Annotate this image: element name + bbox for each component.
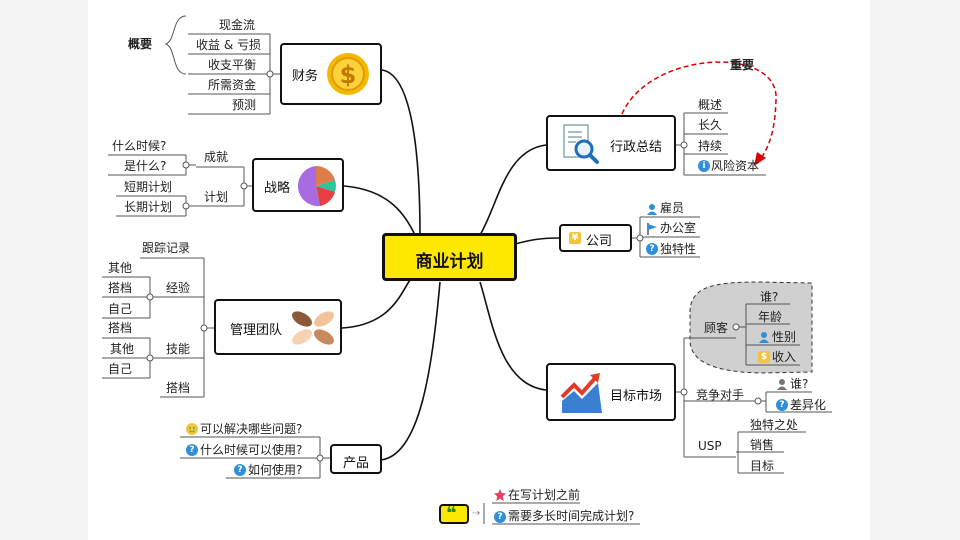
star-icon: [494, 489, 506, 501]
branch-strategy: [343, 185, 416, 236]
info-icon: i: [698, 160, 710, 172]
branch-exec: [479, 144, 547, 236]
finance-node-label: 财务: [292, 69, 319, 84]
branch-market: [479, 281, 547, 391]
product-item[interactable]: 如何使用?: [248, 463, 303, 477]
svg-text:$: $: [340, 61, 357, 89]
relation-arrow: [621, 61, 777, 161]
exec-item[interactable]: 风险资本: [711, 159, 760, 173]
question-icon: ?: [234, 464, 246, 476]
dollar-icon: $: [758, 351, 770, 363]
exec-item[interactable]: 长久: [698, 118, 723, 132]
customers-item[interactable]: 性别: [772, 330, 797, 344]
note-item[interactable]: 需要多长时间完成计划?: [508, 509, 635, 523]
person-icon: [647, 204, 657, 215]
competitors-item[interactable]: 差异化: [790, 398, 827, 412]
finance-node[interactable]: 财务 $: [280, 43, 382, 105]
customers-label[interactable]: 顾客: [704, 321, 729, 335]
question-icon: ?: [494, 511, 506, 523]
company-icon: ¥: [569, 232, 581, 244]
strategy-node-label: 战略: [264, 181, 291, 196]
finance-item[interactable]: 所需资金: [208, 78, 257, 92]
question-icon: ?: [776, 399, 788, 411]
strategy-group-label[interactable]: 成就: [204, 150, 229, 164]
usp-item[interactable]: 销售: [750, 438, 775, 452]
competitors-label[interactable]: 竞争对手: [696, 388, 745, 402]
market-node-label: 目标市场: [610, 389, 663, 404]
strategy-item[interactable]: 长期计划: [124, 200, 173, 214]
finance-summary-label: 概要: [128, 37, 153, 51]
customers-item[interactable]: 年龄: [758, 310, 783, 324]
person-icon: [759, 332, 769, 343]
market-node[interactable]: 目标市场: [546, 363, 676, 421]
question-icon: ?: [186, 444, 198, 456]
team-item[interactable]: 其他: [110, 342, 135, 356]
pie-chart-icon: [297, 166, 336, 207]
hands-icon: [292, 311, 334, 345]
exec-item[interactable]: 概述: [698, 98, 723, 112]
person-icon: [777, 379, 787, 390]
question-icon: ?: [646, 243, 658, 255]
team-group-label[interactable]: 经验: [166, 281, 191, 295]
team-item[interactable]: 自己: [108, 362, 133, 376]
branch-team: [341, 279, 411, 329]
company-item[interactable]: 独特性: [660, 242, 697, 256]
quote-icon: ❝: [446, 503, 457, 524]
team-group-label[interactable]: 技能: [166, 342, 191, 356]
team-item[interactable]: 搭档: [108, 321, 133, 335]
strategy-item[interactable]: 什么时候?: [112, 139, 167, 153]
team-item[interactable]: 其他: [108, 261, 133, 275]
exec-node[interactable]: 行政总结: [546, 115, 676, 171]
team-item[interactable]: 自己: [108, 302, 133, 316]
team-track-record[interactable]: 跟踪记录: [142, 241, 191, 255]
central-topic[interactable]: 商业计划: [382, 233, 517, 281]
finance-item[interactable]: 现金流: [219, 18, 256, 32]
exec-item[interactable]: 持续: [698, 139, 723, 153]
strategy-group-label[interactable]: 计划: [204, 190, 229, 204]
company-item[interactable]: 雇员: [660, 201, 685, 215]
magnifier-document-icon: [563, 124, 599, 164]
finance-item[interactable]: 收支平衡: [208, 58, 257, 72]
strategy-item[interactable]: 是什么?: [124, 159, 167, 173]
relation-label[interactable]: 重要: [730, 58, 755, 72]
growth-chart-icon: [560, 373, 602, 413]
product-item[interactable]: 可以解决哪些问题?: [200, 422, 303, 436]
product-node-label: 产品: [343, 456, 370, 471]
branch-product: [380, 281, 441, 461]
usp-label[interactable]: USP: [698, 439, 722, 453]
customers-boundary: [689, 281, 813, 374]
customers-item[interactable]: 谁?: [760, 290, 779, 304]
company-node[interactable]: ¥ 公司: [559, 224, 632, 252]
team-extra-item[interactable]: 搭档: [166, 381, 191, 395]
note-item[interactable]: 在写计划之前: [508, 488, 581, 502]
strategy-item[interactable]: 短期计划: [124, 180, 173, 194]
flag-icon: [647, 223, 657, 235]
smile-icon: [186, 423, 198, 435]
exec-node-label: 行政总结: [610, 140, 663, 155]
arrow-icon: ⇢: [472, 508, 481, 519]
team-node[interactable]: 管理团队: [214, 299, 342, 355]
product-item[interactable]: 什么时候可以使用?: [200, 443, 303, 457]
usp-item[interactable]: 独特之处: [750, 418, 799, 432]
quote-icon-box[interactable]: ❝: [439, 503, 469, 524]
company-item[interactable]: 办公室: [660, 221, 697, 235]
customers-item[interactable]: 收入: [772, 350, 797, 364]
team-node-label: 管理团队: [230, 323, 283, 338]
strategy-node[interactable]: 战略: [252, 158, 344, 212]
central-topic-label: 商业计划: [415, 252, 484, 272]
dollar-coin-icon: $: [327, 53, 369, 95]
branch-company: [514, 237, 560, 245]
competitors-item[interactable]: 谁?: [790, 377, 809, 391]
finance-item[interactable]: 预测: [232, 98, 257, 112]
product-node[interactable]: 产品: [330, 444, 382, 474]
team-item[interactable]: 搭档: [108, 281, 133, 295]
branch-finance: [381, 69, 421, 236]
finance-item[interactable]: 收益 & 亏损: [196, 38, 261, 52]
company-node-label: 公司: [586, 234, 613, 249]
usp-item[interactable]: 目标: [750, 459, 775, 473]
